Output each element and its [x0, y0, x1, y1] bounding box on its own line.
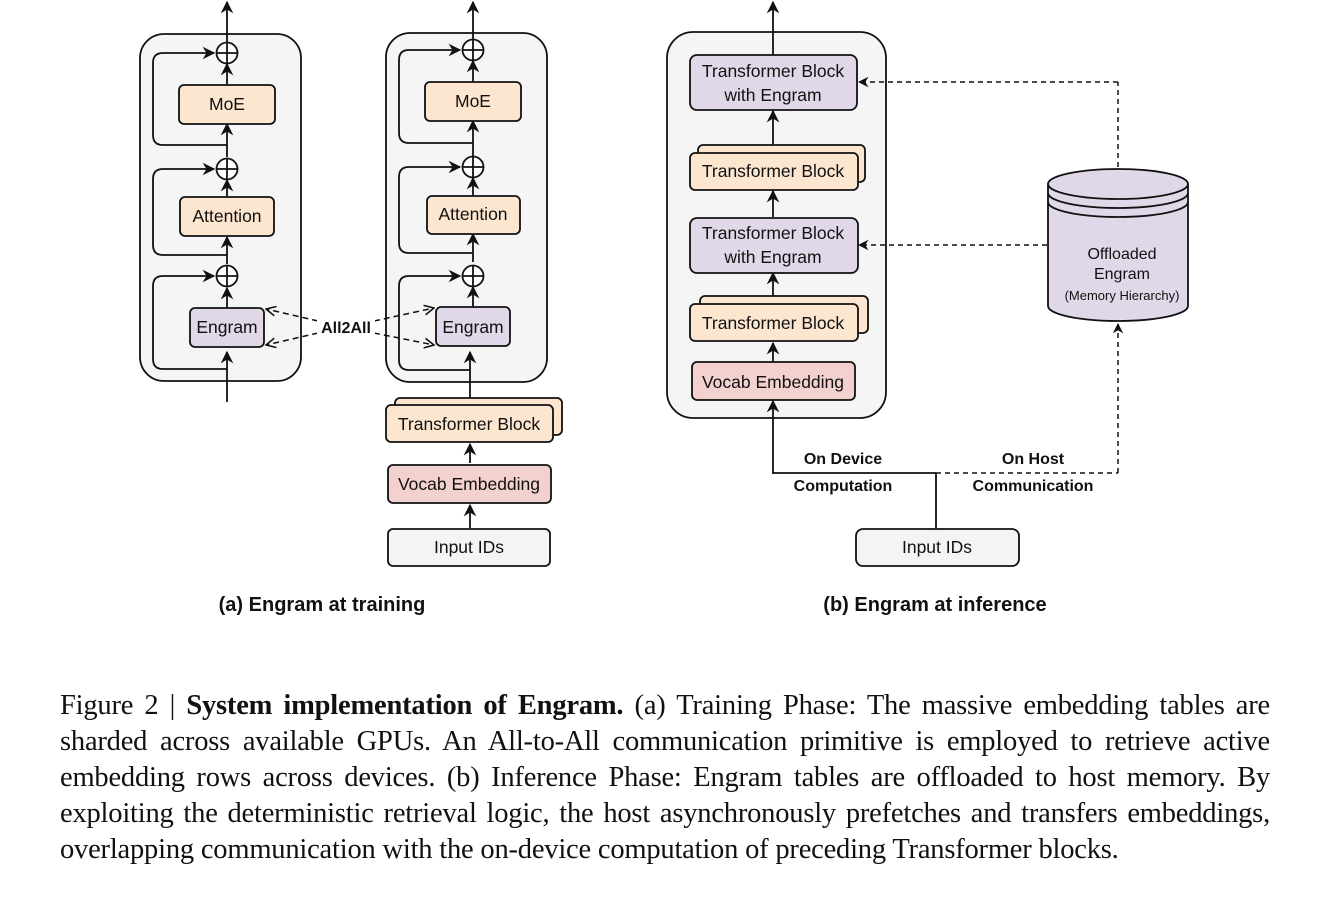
input-ids-label: Input IDs — [434, 537, 504, 557]
storage-label-line2: Engram — [1094, 266, 1150, 283]
add-node-icon — [461, 38, 485, 62]
system-diagram: MoE Attention Engram MoE Attention Engra… — [139, 0, 1189, 616]
moe-block — [178, 84, 276, 125]
input-ids-block — [855, 528, 1020, 567]
add-node-icon — [215, 264, 239, 288]
panel-a-left-stack — [139, 0, 302, 402]
attention-block — [426, 195, 521, 235]
panel-b-stack — [666, 0, 1189, 567]
input-ids-label: Input IDs — [902, 537, 972, 557]
storage-label-line1: Offloaded — [1087, 246, 1156, 263]
transformer-block — [689, 303, 859, 342]
engram-block — [435, 306, 511, 347]
add-node-icon — [461, 155, 485, 179]
moe-label: MoE — [209, 94, 245, 114]
caption-title: System implementation of Engram. — [186, 690, 624, 721]
moe-block — [424, 81, 522, 122]
transformer-block-with-engram — [689, 54, 858, 111]
on-host-label-line1: On Host — [1002, 451, 1065, 468]
add-node-icon — [215, 41, 239, 65]
storage-label-line3: (Memory Hierarchy) — [1065, 288, 1180, 303]
panel-a-right-stack — [385, 0, 563, 567]
add-node-icon — [215, 157, 239, 181]
add-node-icon — [461, 264, 485, 288]
attention-label: Attention — [192, 206, 261, 226]
tb-engram-label-line2: with Engram — [723, 247, 821, 267]
all2all-connector — [266, 308, 434, 345]
attention-label: Attention — [438, 204, 507, 224]
transformer-block-label: Transformer Block — [702, 161, 845, 181]
figure-caption: Figure 2 | System implementation of Engr… — [60, 688, 1270, 868]
moe-label: MoE — [455, 91, 491, 111]
attention-block — [179, 196, 275, 237]
panel-a-label: (a) Engram at training — [219, 594, 426, 616]
on-device-label-line2: Computation — [794, 478, 893, 495]
tb-engram-label-line1: Transformer Block — [702, 61, 845, 81]
engram-label: Engram — [196, 317, 257, 337]
all2all-label: All2All — [321, 320, 371, 337]
vocab-embedding-label: Vocab Embedding — [702, 372, 844, 392]
engram-label: Engram — [442, 317, 503, 337]
tb-engram-label-line1: Transformer Block — [702, 223, 845, 243]
tb-engram-label-line2: with Engram — [723, 85, 821, 105]
transformer-block-label: Transformer Block — [702, 313, 845, 333]
caption-body: (a) Training Phase: The massive embeddin… — [60, 690, 1270, 865]
panel-b-label: (b) Engram at inference — [823, 594, 1046, 616]
on-host-label-line2: Communication — [973, 478, 1094, 495]
transformer-block — [385, 404, 554, 443]
transformer-block — [689, 152, 859, 191]
transformer-block-label: Transformer Block — [398, 414, 541, 434]
vocab-embedding-block — [691, 361, 856, 401]
input-ids-block — [387, 528, 551, 567]
figure-number: Figure 2 | — [60, 690, 187, 721]
offloaded-engram-storage-icon — [1047, 168, 1189, 322]
vocab-embedding-label: Vocab Embedding — [398, 474, 540, 494]
vocab-embedding-block — [387, 464, 552, 504]
on-device-label-line1: On Device — [804, 451, 882, 468]
engram-block — [189, 307, 265, 348]
